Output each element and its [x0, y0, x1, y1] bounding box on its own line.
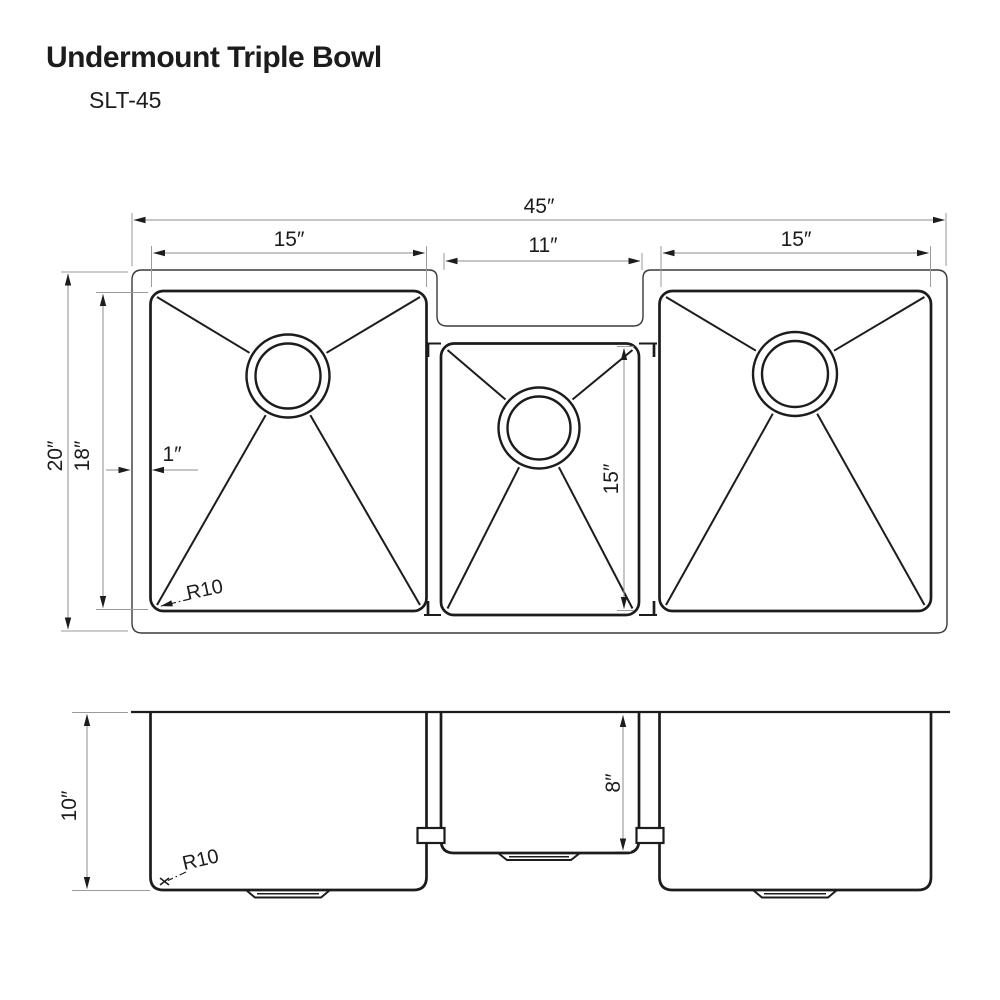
dim-center-bowl-width: 11″ [528, 234, 558, 257]
front-view-radius-callout: R10 [159, 845, 221, 886]
dim-left-bowl-width: 15″ [274, 228, 305, 251]
radius-label-front: R10 [180, 845, 221, 875]
dim-side-bowl-front-to-back: 18″ [71, 440, 94, 471]
right-drain-profile [752, 889, 838, 899]
radius-label-top: R10 [185, 576, 225, 605]
right-bowl-profile [658, 712, 933, 892]
top-view-extension-lines [61, 213, 947, 632]
left-drain-profile [245, 889, 331, 899]
page-title: Undermount Triple Bowl [46, 41, 382, 74]
right-bowl-slope-lines [665, 296, 926, 606]
top-view: 45″ 15″ 11″ 15″ 20″ 18″ 15″ 1″ R10 [44, 195, 948, 634]
front-view-extension-lines [72, 712, 631, 891]
center-drain-profile [497, 852, 581, 861]
right-bowl [658, 289, 933, 613]
dim-center-bowl-front-to-back: 15″ [600, 463, 623, 494]
dim-right-bowl-width: 15″ [781, 228, 812, 251]
model-number: SLT-45 [89, 87, 161, 113]
right-mounting-clip [635, 826, 665, 845]
dim-rim-offset: 1″ [162, 443, 182, 466]
left-bowl-slope-lines [156, 296, 421, 606]
left-mounting-clip [416, 826, 446, 845]
dim-center-bowl-depth: 8″ [602, 773, 625, 793]
dim-overall-front-to-back: 20″ [44, 440, 67, 471]
dim-overall-width: 45″ [524, 195, 555, 218]
front-view: 10″ 8″ R10 [58, 710, 950, 899]
dim-side-bowl-depth: 10″ [58, 790, 81, 821]
right-drain-icon [751, 330, 839, 418]
center-drain-icon [497, 386, 581, 470]
left-bowl [149, 289, 428, 613]
divider-edges [424, 342, 657, 616]
left-drain-icon [245, 333, 331, 419]
top-view-dimension-lines [64, 216, 945, 630]
outer-rim-outline [131, 269, 948, 634]
center-bowl-profile [439, 712, 641, 855]
center-bowl [439, 342, 641, 617]
front-view-dimension-lines [83, 714, 627, 889]
left-bowl-profile [149, 712, 428, 892]
